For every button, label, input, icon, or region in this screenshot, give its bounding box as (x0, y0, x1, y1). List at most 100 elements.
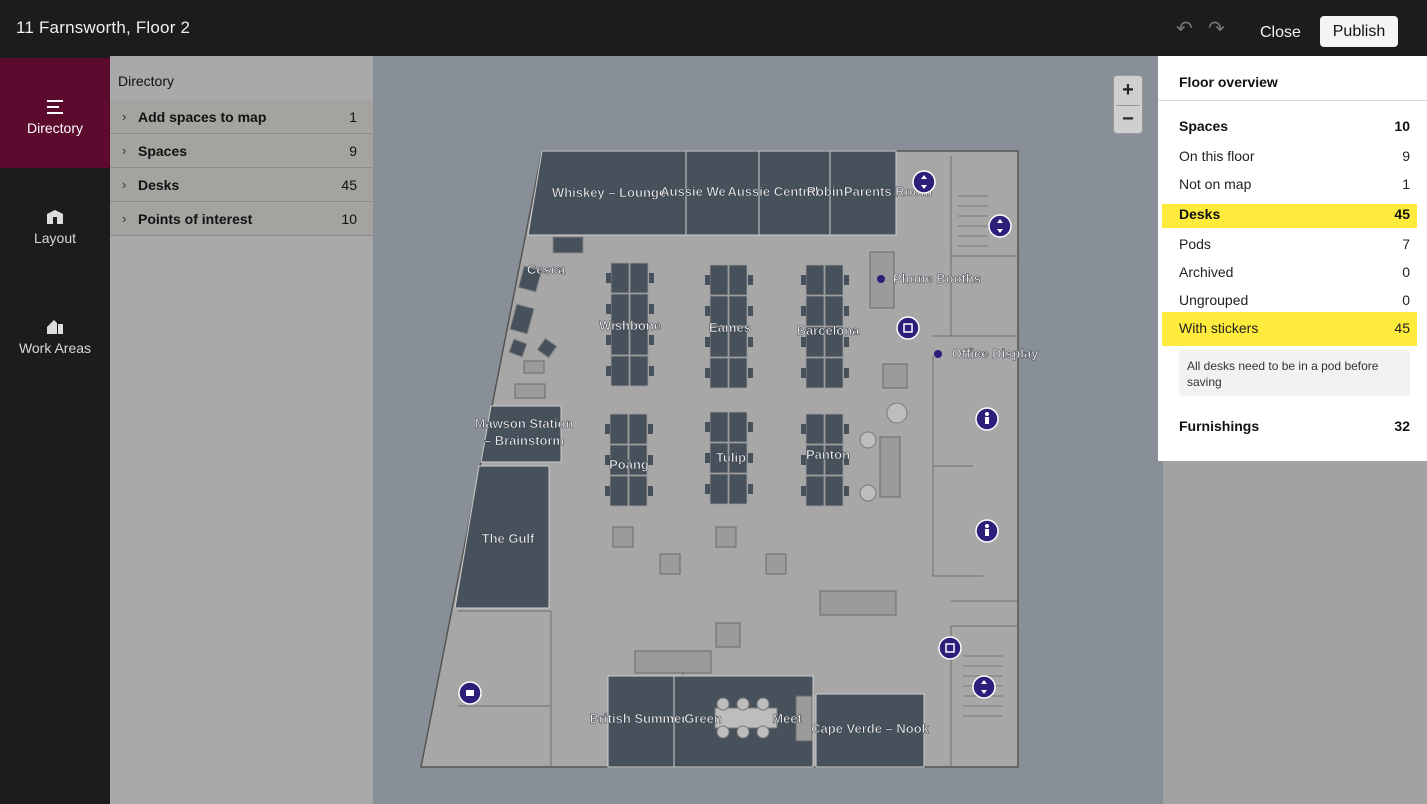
left-nav: Directory Layout Work Areas (0, 56, 110, 804)
zoom-controls: + − (1113, 75, 1143, 134)
desk (728, 264, 748, 296)
room-labels: Whiskey – Lounge Aussie We Aussie Centra… (474, 184, 1039, 737)
meeting-table (714, 697, 778, 739)
overview-label: Spaces (1179, 118, 1229, 134)
room-label-green: Green (684, 711, 722, 726)
desk (629, 262, 649, 294)
directory-row-count: 9 (349, 143, 357, 159)
nav-work-areas-label: Work Areas (18, 340, 92, 356)
room-label-mawson-1: Mawson Station (475, 416, 574, 431)
round-tables (859, 402, 908, 502)
desk-chair (649, 273, 654, 283)
desk-chair (705, 337, 710, 347)
pod-label-wishbone: Wishbone (599, 318, 661, 333)
desk (609, 475, 629, 507)
overview-label: Desks (1179, 206, 1221, 222)
desk-chair (801, 306, 806, 316)
directory-row-count: 10 (341, 211, 357, 227)
directory-row-points-of-interest[interactable]: › Points of interest 10 (110, 202, 373, 236)
overview-row-archived: Archived 0 (1179, 261, 1410, 283)
desk-chair (844, 306, 849, 316)
redo-icon[interactable]: ↷ (1208, 18, 1225, 40)
room-shapes (454, 150, 925, 768)
office-display-dot (934, 350, 942, 358)
zoom-out-button[interactable]: − (1122, 108, 1134, 130)
desk-chair (801, 275, 806, 285)
phone-booths-dot (877, 275, 885, 283)
nav-work-areas[interactable]: Work Areas (0, 278, 110, 388)
desk (824, 295, 844, 327)
desk-chair (705, 368, 710, 378)
floor-plan[interactable]: Whiskey – Lounge Aussie We Aussie Centra… (373, 56, 1163, 804)
desk-chair (649, 366, 654, 376)
overview-row-desks: Desks 45 (1179, 203, 1410, 225)
desk-chair (605, 486, 610, 496)
desk-chair (801, 455, 806, 465)
directory-row-desks[interactable]: › Desks 45 (110, 168, 373, 202)
room-label-robin: Robin (807, 184, 844, 199)
desk-chair (648, 486, 653, 496)
floor-map[interactable]: Whiskey – Lounge Aussie We Aussie Centra… (373, 56, 1163, 804)
chevron-right-icon: › (122, 143, 127, 158)
pod-warning-note: All desks need to be in a pod before sav… (1179, 350, 1410, 396)
directory-row-add-spaces[interactable]: › Add spaces to map 1 (110, 100, 373, 134)
directory-row-count: 45 (341, 177, 357, 193)
desk (805, 264, 825, 296)
overview-row-with-stickers: With stickers 45 (1179, 317, 1410, 339)
desk (609, 413, 629, 445)
overview-row-not-on-map: Not on map 1 (1179, 173, 1410, 195)
desk-chair (705, 422, 710, 432)
publish-button[interactable]: Publish (1320, 16, 1398, 47)
pod-label-barcelona: Barcelona (797, 323, 861, 338)
overview-title: Floor overview (1179, 74, 1278, 90)
desk (728, 357, 748, 389)
directory-row-count: 1 (349, 109, 357, 125)
elevator-icon (912, 170, 936, 194)
overview-count: 7 (1402, 236, 1410, 252)
desk-chair (748, 484, 753, 494)
zoom-in-button[interactable]: + (1122, 79, 1134, 101)
desk (610, 355, 630, 387)
overview-row-spaces: Spaces 10 (1179, 115, 1410, 137)
desk-chair (844, 337, 849, 347)
desks-highlight (1162, 204, 1417, 228)
desk (628, 413, 648, 445)
desk-chair (844, 455, 849, 465)
desk (709, 411, 729, 443)
nav-layout[interactable]: Layout (0, 168, 110, 278)
desk (629, 355, 649, 387)
room-label-meet: Meet (772, 711, 802, 726)
overview-count: 10 (1394, 118, 1410, 134)
desk (610, 262, 630, 294)
overview-label: Pods (1179, 236, 1211, 252)
desk (805, 475, 825, 507)
room-label-aussie-we: Aussie We (660, 184, 726, 199)
zoom-divider (1116, 105, 1140, 106)
desk-chair (801, 424, 806, 434)
close-button[interactable]: Close (1260, 24, 1301, 41)
desk-chair (748, 453, 753, 463)
desk-chair (606, 273, 611, 283)
directory-row-label: Points of interest (138, 211, 253, 227)
desk (728, 326, 748, 358)
overview-label: With stickers (1179, 320, 1259, 336)
overview-count: 32 (1394, 418, 1410, 434)
printer-icon (896, 316, 920, 340)
directory-row-spaces[interactable]: › Spaces 9 (110, 134, 373, 168)
desk-chair (844, 275, 849, 285)
floor-overview-panel: Floor overview Spaces 10 On this floor 9… (1158, 56, 1427, 461)
chevron-right-icon: › (122, 211, 127, 226)
nav-layout-label: Layout (33, 230, 77, 246)
pod-label-poang: Poäng (609, 457, 649, 472)
desk-chair (649, 304, 654, 314)
poi-label-office: Office Display (952, 346, 1039, 361)
elevator-icon (972, 675, 996, 699)
desk (805, 413, 825, 445)
desk (628, 444, 648, 476)
overview-count: 0 (1402, 292, 1410, 308)
overview-label: Ungrouped (1179, 292, 1249, 308)
directory-row-label: Desks (138, 177, 180, 193)
nav-directory[interactable]: Directory (0, 58, 110, 168)
desk-chair (748, 306, 753, 316)
undo-icon[interactable]: ↶ (1176, 18, 1193, 40)
